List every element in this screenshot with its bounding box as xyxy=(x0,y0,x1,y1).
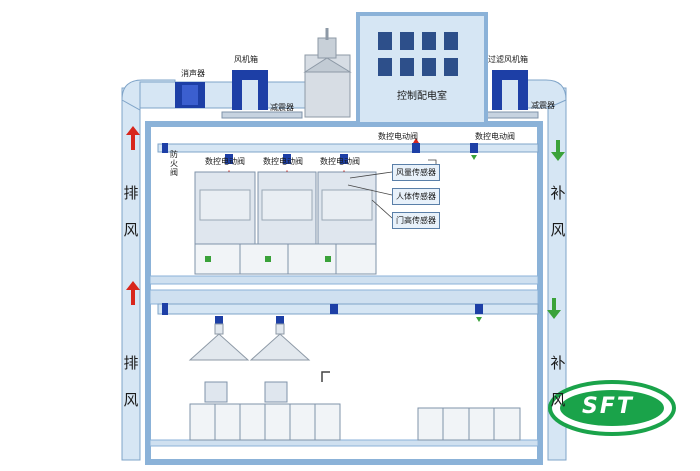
nc-valve-label-4: 数控电动阀 xyxy=(378,132,418,141)
damper-right-label: 减震器 xyxy=(531,101,555,110)
floor-slab-2 xyxy=(149,289,539,305)
fire-valve-label: 防火阀 xyxy=(170,150,178,177)
fan-box-inner xyxy=(242,80,258,110)
upper-valves xyxy=(225,143,478,164)
control-room-windows xyxy=(378,32,458,76)
building-frame xyxy=(145,121,543,465)
logo-text: SFT xyxy=(582,394,634,419)
filter-fan-box-label: 过滤风机箱 xyxy=(488,55,528,64)
exhaust-arrow-bottom xyxy=(126,281,140,305)
supply-label-top: 补风 xyxy=(550,184,566,239)
supply-valve-arrow-lower xyxy=(476,317,482,322)
door-sensor-label: 门高传感器 xyxy=(392,212,440,229)
lab-bench-right xyxy=(417,407,521,441)
airflow-sensor-line xyxy=(349,171,393,179)
body-sensor-line xyxy=(347,184,393,196)
muffler-box-inner xyxy=(182,85,198,105)
fan-box-label: 风机箱 xyxy=(234,55,258,64)
supply-valve-arrow-upper xyxy=(471,155,477,160)
scrubber-cone xyxy=(303,57,352,73)
damper-top xyxy=(221,111,303,119)
nc-valve-label-1: 数控电动阀 xyxy=(205,157,245,166)
sft-logo xyxy=(548,380,676,436)
muffler-label: 消声器 xyxy=(181,69,205,78)
lower-valves xyxy=(215,304,483,324)
filter-fan-box-inner xyxy=(502,80,518,110)
control-room-label: 控制配电室 xyxy=(397,91,447,102)
door-sensor-line xyxy=(371,199,393,219)
upper-exhaust-duct xyxy=(157,143,539,153)
supply-label-bottom: 补风 xyxy=(550,354,566,409)
supply-arrow-bottom xyxy=(547,298,561,319)
damper-top-label: 减震器 xyxy=(270,103,294,112)
nc-valve-label-2: 数控电动阀 xyxy=(263,157,303,166)
fire-valve-box xyxy=(162,143,168,153)
exhaust-arrow-top xyxy=(126,126,140,150)
fume-hoods xyxy=(194,171,377,275)
airflow-sensor-label: 风量传感器 xyxy=(392,164,440,181)
floor-slab-1 xyxy=(149,275,539,285)
canopy-hoods xyxy=(188,323,311,361)
scrubber-cap xyxy=(317,37,337,59)
lower-fire-valve xyxy=(162,303,168,315)
supply-arrow-top xyxy=(551,140,565,161)
nc-valve-label-5: 数控电动阀 xyxy=(475,132,515,141)
exhaust-label-bottom: 排风 xyxy=(123,354,139,409)
lab-bench-left xyxy=(189,371,341,441)
body-sensor-label: 人体传感器 xyxy=(392,188,440,205)
nc-valve-label-3: 数控电动阀 xyxy=(320,157,360,166)
ground-line xyxy=(149,439,539,447)
lower-exhaust-duct xyxy=(157,303,539,315)
exhaust-label-top: 排风 xyxy=(123,184,139,239)
